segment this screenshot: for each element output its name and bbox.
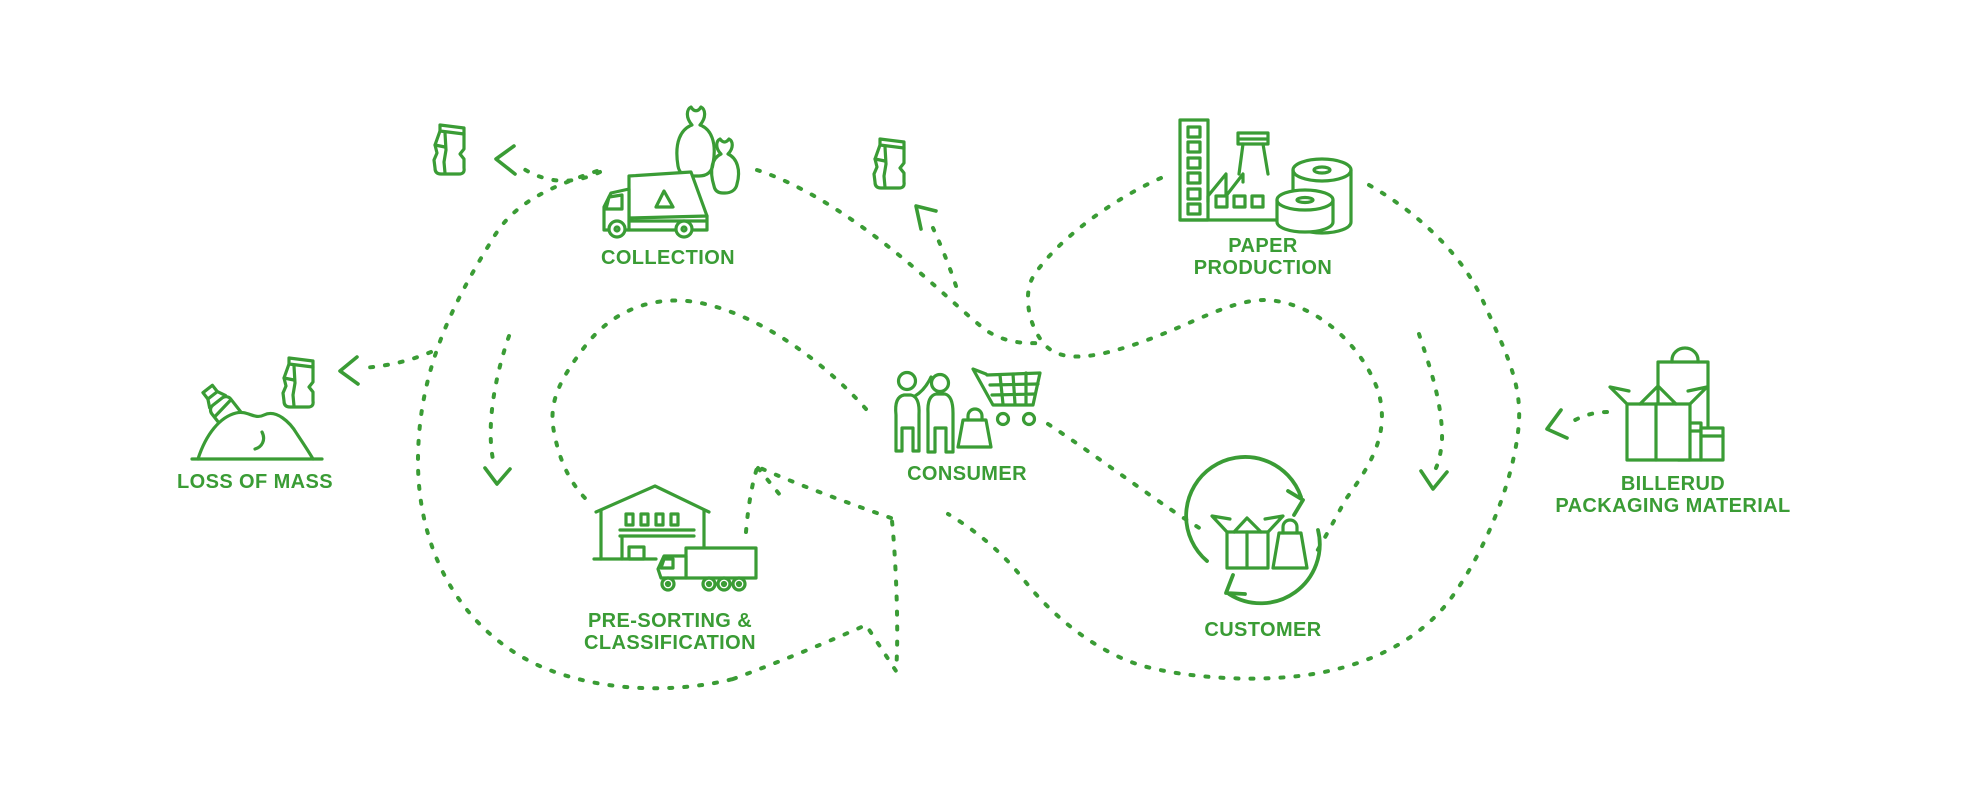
big-center-arrow-outline — [731, 519, 900, 681]
flow-arcs — [361, 164, 1609, 691]
label-billerud: BILLERUD PACKAGING MATERIAL — [1555, 473, 1791, 518]
waste-pile-icon — [190, 356, 324, 461]
big-center-arrow-tip-edge — [756, 466, 782, 497]
garbage-truck-icon — [602, 105, 741, 239]
cycle-arc-top — [1184, 455, 1303, 563]
arc-inner-left-spiral — [550, 298, 868, 508]
arc-inner-right-spiral — [1025, 176, 1384, 555]
recycled-carton-icon — [432, 123, 466, 176]
arc-paper-to-customer — [1417, 332, 1445, 470]
arrowhead-billerud — [1545, 408, 1569, 440]
arc-branch-loss-of-mass — [361, 350, 433, 370]
big-center-arrow-barb — [744, 466, 759, 534]
warehouse-truck-icon — [592, 484, 758, 592]
used-carton-icon — [872, 137, 906, 190]
label-loss-of-mass: LOSS OF MASS — [177, 471, 333, 493]
arrowhead-used-carton — [914, 204, 938, 231]
label-consumer: CONSUMER — [907, 463, 1027, 485]
arrowhead-recycled-carton — [494, 144, 517, 176]
cycle-arrow-bottom — [1224, 573, 1247, 596]
arrowhead-to-customer — [1419, 469, 1449, 491]
arrowhead-loss-of-mass — [338, 355, 360, 386]
label-collection: COLLECTION — [601, 247, 735, 269]
cycle-arc-bottom — [1227, 528, 1322, 606]
arc-collection-to-consumer — [755, 168, 1042, 346]
arc-branch-used-carton — [931, 226, 958, 288]
big-center-arrow-head-edge — [756, 465, 893, 520]
packaging-stack-icon — [1608, 346, 1725, 462]
label-customer: CUSTOMER — [1204, 619, 1322, 641]
shoppers-cart-icon — [894, 367, 1042, 454]
arrowhead-to-presorting — [483, 466, 512, 486]
cycle-arrow-top — [1286, 489, 1305, 517]
arc-collection-to-presorting — [488, 334, 511, 466]
arc-billerud-to-loop — [1568, 410, 1609, 425]
label-paper-production: PAPER PRODUCTION — [1193, 235, 1333, 280]
arc-consumer-to-customer — [1046, 422, 1208, 534]
arc-right-outer-loop — [946, 183, 1522, 681]
label-pre-sorting: PRE-SORTING & CLASSIFICATION — [584, 610, 756, 655]
paper-factory-icon — [1178, 118, 1353, 235]
arc-left-outer-loop — [415, 169, 735, 691]
box-bag-recycle-icon — [1184, 455, 1322, 606]
arc-branch-recycled-carton — [517, 164, 602, 183]
arrowheads — [338, 144, 1569, 491]
